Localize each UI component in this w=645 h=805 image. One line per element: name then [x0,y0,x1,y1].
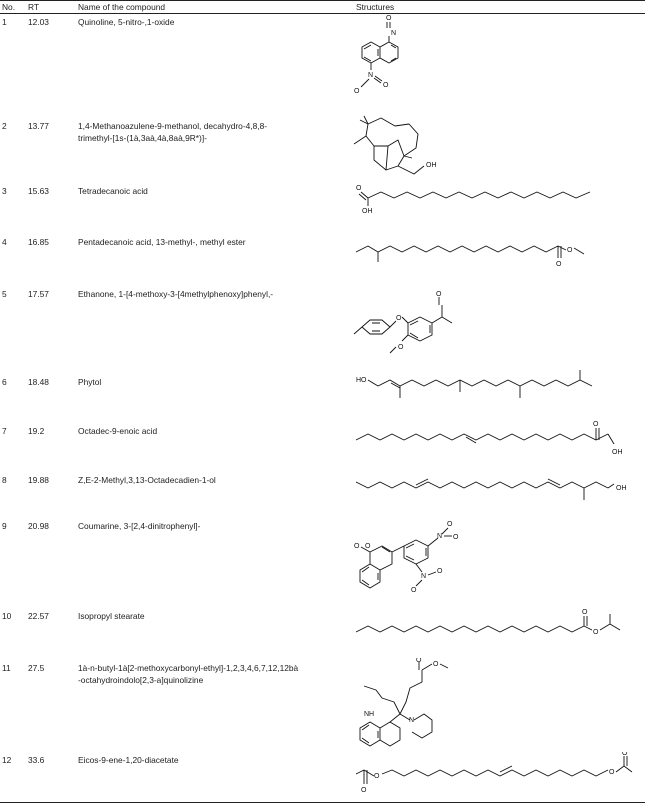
r12-o-label: O [361,787,367,794]
row-name: Octadec-9-enoic acid [78,426,158,436]
row-rt: 18.48 [28,377,49,387]
row-rt: 20.98 [28,521,49,531]
r3-o-label: O [356,185,362,192]
r2-oh-label: OH [426,162,437,169]
row-no: 7 [2,426,7,436]
row-rt: 27.5 [28,663,45,673]
row-rt: 19.88 [28,475,49,485]
r1-n-label: N [391,30,396,37]
r9-n-label: N [437,533,442,540]
row-name: Pentadecanoic acid, 13-methyl-, methyl e… [78,237,246,247]
r1-n2-label: N [368,72,373,79]
row-rt: 12.03 [28,17,49,27]
row-name: Isopropyl stearate [78,611,145,621]
row-no: 8 [2,475,7,485]
r10-o-label: O [582,609,588,616]
header-structures: Structures [356,2,395,12]
row-no: 5 [2,289,7,299]
r11-o2-label: O [433,661,439,668]
r9-o4-label: O [453,534,459,541]
top-rule [0,0,645,1]
row-rt: 17.57 [28,289,49,299]
row-rt: 33.6 [28,755,45,765]
r9-o-label: O [354,543,360,550]
structure-6: HO [356,370,593,398]
structure-3: O OH [356,185,591,215]
row-name-line2: -octahydroindolo[2,3-a]quinolizine [78,675,204,685]
row-name: Eicos-9-ene-1,20-diacetate [78,755,179,765]
row-name: Z,E-2-Methyl,3,13-Octadecadien-1-ol [78,475,216,485]
r12-o4-label: O [622,752,628,757]
header-no: No. [2,2,16,12]
row-name: Tetradecanoic acid [78,186,148,196]
structure-5: O O O [353,291,453,354]
header-rt: RT [28,2,40,12]
row-no: 12 [2,755,12,765]
structure-12: O O O O [355,752,633,794]
r11-nh-label: NH [364,711,374,718]
structure-1: O N N O O [354,15,399,95]
row-name-line2: trimethyl-[1s-(1à,3aà,4à,8aà,9R*)]- [78,133,207,143]
row-name-line1: 1à-n-butyl-1à[2-methoxycarbonyl-ethyl]-1… [78,663,299,673]
r12-o3-label: O [609,769,615,776]
r5-o2-label: O [436,291,442,298]
r9-o3-label: O [447,521,453,528]
r8-oh-label: OH [616,485,627,492]
header-name: Name of the compound [78,2,166,12]
r6-ho-label: HO [356,377,367,384]
row-name: Phytol [78,377,102,387]
r7-o-label: O [593,421,599,428]
row-rt: 15.63 [28,186,49,196]
row-rt: 19.2 [28,426,45,436]
row-name: Ethanone, 1-[4-methoxy-3-[4methylphenoxy… [78,289,274,299]
structure-9: O O N O O N O O [354,521,459,594]
r12-o2-label: O [374,773,380,780]
row-name: Quinoline, 5-nitro-,1-oxide [78,17,175,27]
r5-o3-label: O [398,344,404,351]
structure-4: O O [355,245,585,268]
row-no: 4 [2,237,7,247]
r7-oh-label: OH [612,449,623,456]
r1-o3-label: O [383,82,389,89]
row-no: 2 [2,121,7,131]
r3-oh-label: OH [362,208,373,215]
r11-o-label: O [416,658,422,664]
structure-7: O OH [355,421,623,456]
row-no: 6 [2,377,7,387]
row-name: Coumarine, 3-[2,4-dinitrophenyl]- [78,521,201,531]
r9-o2-label: O [365,543,371,550]
r4-o2-label: O [556,261,562,268]
row-no: 9 [2,521,7,531]
r9-n2-label: N [421,573,426,580]
row-no: 10 [2,611,12,621]
structure-11: NH N O O [359,658,449,747]
row-rt: 16.85 [28,237,49,247]
r10-o2-label: O [593,629,599,636]
r9-o6-label: O [411,587,417,594]
structure-8: OH [355,478,627,500]
header-rule [0,13,645,14]
row-rt: 22.57 [28,611,49,621]
r4-o-label: O [567,247,573,254]
r1-o2-label: O [354,88,360,95]
row-no: 11 [2,663,11,673]
structure-2: OH [353,115,437,175]
row-no: 3 [2,186,7,196]
row-name-line1: 1,4-Methanoazulene-9-methanol, decahydro… [78,121,268,131]
r1-o-label: O [386,15,392,22]
row-no: 1 [2,17,7,27]
r11-n-label: N [409,717,414,724]
r9-o5-label: O [437,568,443,575]
bottom-rule [0,802,645,803]
structure-10: O O [355,609,621,636]
r5-o-label: O [396,315,402,322]
row-rt: 13.77 [28,121,49,131]
